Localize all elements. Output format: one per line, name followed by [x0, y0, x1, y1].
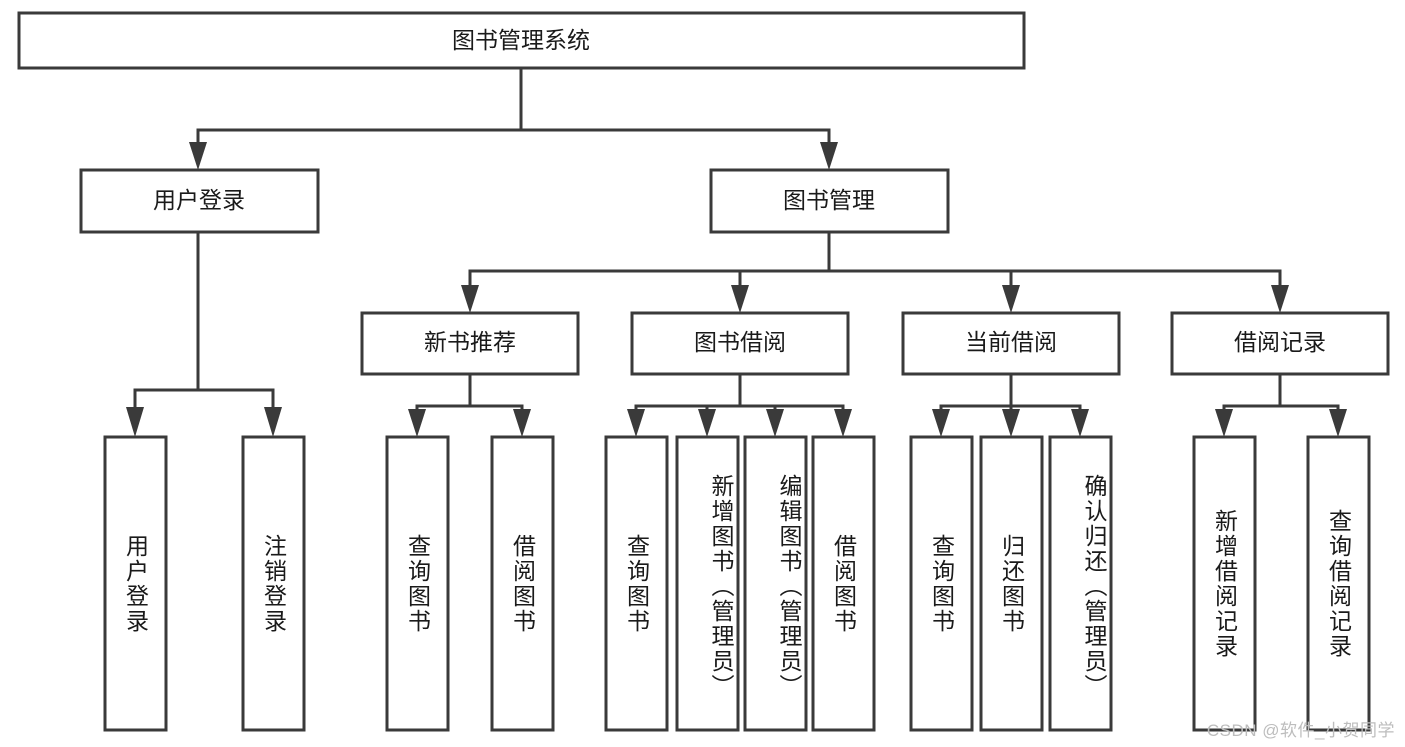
- node-borrow-record-label: 借阅记录: [1234, 329, 1326, 355]
- node-user-login-label: 用户登录: [153, 187, 245, 213]
- leaf-box-add-book: [675, 435, 740, 732]
- node-book-manage-label: 图书管理: [783, 187, 875, 213]
- node-user-login[interactable]: 用户登录: [79, 168, 320, 234]
- node-root[interactable]: 图书管理系统: [17, 11, 1026, 70]
- node-current-borrow[interactable]: 当前借阅: [901, 311, 1121, 376]
- connector-newbook-to-leaves: [408, 374, 531, 437]
- leaf-box-edit-book: [743, 435, 808, 732]
- connector-userlogin-to-leaves: [126, 232, 282, 437]
- leaf-box-query-record: [1306, 435, 1371, 732]
- leaf-box-query-book-2: [604, 435, 669, 732]
- leaf-box-borrow-book-2: [811, 435, 876, 732]
- leaf-box-logout-login: [241, 435, 306, 732]
- leaf-box-user-login: [103, 435, 168, 732]
- node-new-book-recommend[interactable]: 新书推荐: [360, 311, 580, 376]
- connector-borrowrecord-to-leaves: [1215, 374, 1347, 437]
- leaf-box-borrow-book-1: [490, 435, 555, 732]
- leaf-box-query-book-3: [909, 435, 974, 732]
- connector-bookmanage-to-level3: [461, 232, 1289, 313]
- watermark-text: CSDN @软件_小贺同学: [1206, 721, 1395, 740]
- connector-root-to-level2: [189, 68, 838, 170]
- node-book-borrow-label: 图书借阅: [694, 329, 786, 355]
- node-borrow-record[interactable]: 借阅记录: [1170, 311, 1390, 376]
- node-book-borrow[interactable]: 图书借阅: [630, 311, 850, 376]
- connector-currentborrow-to-leaves: [932, 374, 1089, 437]
- leaf-box-return-book: [979, 435, 1044, 732]
- node-new-book-recommend-label: 新书推荐: [424, 329, 516, 355]
- leaf-box-add-record: [1192, 435, 1257, 732]
- node-root-label: 图书管理系统: [452, 27, 590, 53]
- leaf-box-query-book-1: [385, 435, 450, 732]
- connector-bookborrow-to-leaves: [627, 374, 852, 437]
- leaf-boxes: [103, 435, 1371, 732]
- leaf-box-confirm-return: [1048, 435, 1113, 732]
- node-book-manage[interactable]: 图书管理: [709, 168, 950, 234]
- node-current-borrow-label: 当前借阅: [965, 329, 1057, 355]
